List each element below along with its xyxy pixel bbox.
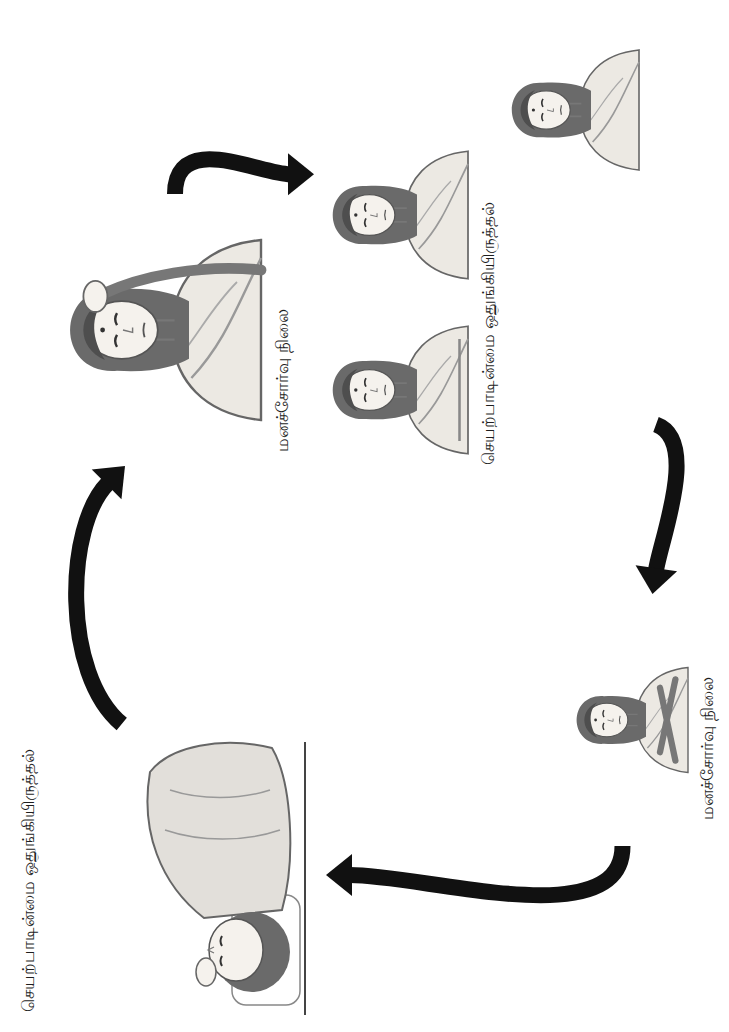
state-label: மனச்சோர்வு நிலை (272, 309, 292, 452)
arrow-shaft (350, 846, 623, 895)
withdrawn-figure (333, 151, 468, 279)
cycle-arrow (175, 153, 314, 195)
withdrawn-figure (333, 326, 468, 454)
sketch-path (165, 790, 280, 839)
sketch-use (333, 151, 468, 279)
arrow-head (92, 466, 125, 499)
state-label: மனச்சோர்வு நிலை (697, 677, 717, 820)
withdrawn-figure (512, 50, 639, 170)
arrow-head (636, 565, 678, 594)
sketch-ellipse (196, 958, 216, 986)
sketch-path (458, 339, 461, 441)
despair-figure (577, 668, 688, 773)
sketch-line (304, 742, 306, 1015)
figure-node: மனச்சோர்வு நிலை (50, 200, 300, 460)
sketch-ellipse (83, 281, 107, 312)
despair-figure (70, 240, 261, 420)
arrow-head (288, 153, 314, 195)
state-label: செயற்பாடின்மை ஒதுங்கியிருத்தல் (18, 749, 38, 1012)
figure-node: மனச்சோர்வு நிலை (570, 600, 720, 840)
sketch-path (660, 679, 675, 760)
sketch-path (147, 743, 290, 918)
state-label: செயற்பாடின்மை ஒதுங்கியிருத்தல் (478, 202, 498, 465)
figure-node: செயற்பாடின்மை ஒதுங்கியிருத்தல் (320, 15, 650, 470)
arrow-shaft (76, 483, 122, 724)
sketch-use (70, 240, 261, 420)
figure-node: செயற்பாடின்மை ஒதுங்கியிருத்தல் (15, 730, 320, 1020)
cycle-arrow (76, 466, 125, 724)
cycle-arrow (636, 425, 678, 595)
sketch-ellipse (209, 919, 263, 981)
arrow-head (326, 854, 352, 896)
sketch-path (221, 936, 223, 966)
sketch-path (208, 947, 214, 953)
lying-figure (147, 742, 305, 1015)
sketch-use (512, 50, 639, 170)
arrow-shaft (175, 159, 290, 194)
cycle-arrow (326, 846, 623, 896)
sketch-use (577, 668, 688, 773)
arrow-shaft (656, 425, 677, 571)
sketch-path (103, 268, 261, 294)
sketch-use (333, 326, 468, 454)
